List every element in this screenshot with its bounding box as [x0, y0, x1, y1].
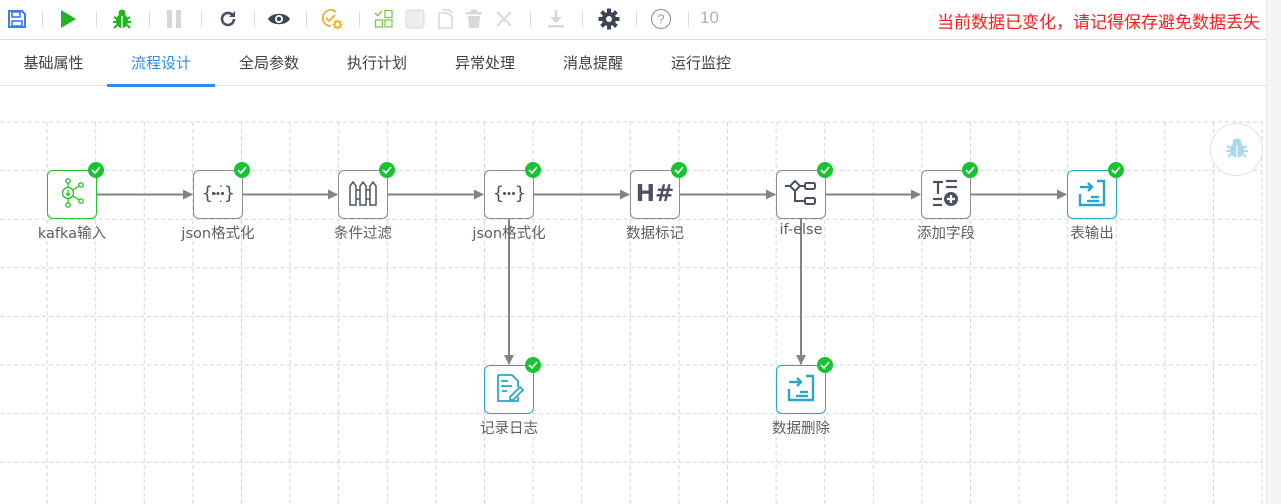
- toolbar-separator: [530, 11, 531, 27]
- success-check-icon: [525, 162, 541, 178]
- svg-text:}: }: [515, 183, 526, 204]
- svg-text:?: ?: [657, 12, 664, 27]
- node-label: 条件过滤: [334, 226, 392, 242]
- node-label: 记录日志: [480, 421, 538, 437]
- success-check-icon: [234, 162, 250, 178]
- toolbar-separator: [149, 11, 150, 27]
- json-format-icon: {{}: [200, 180, 236, 209]
- node-json-format[interactable]: {{}: [193, 162, 250, 219]
- node-record-log[interactable]: [484, 357, 541, 414]
- tab-run-monitor[interactable]: 运行监控: [670, 54, 731, 72]
- refresh-icon[interactable]: [216, 7, 240, 31]
- success-check-icon: [817, 357, 833, 373]
- pause-icon[interactable]: [162, 7, 186, 31]
- success-check-icon: [671, 162, 687, 178]
- close-icon[interactable]: [492, 7, 516, 31]
- node-label: 表输出: [1070, 226, 1114, 242]
- kafka-input-icon: [57, 177, 87, 213]
- svg-text:H#: H#: [637, 181, 673, 206]
- tab-flow-design[interactable]: 流程设计: [107, 41, 215, 87]
- node-label: kafka输入: [37, 226, 107, 242]
- node-json-format[interactable]: {}: [484, 162, 541, 219]
- node-count: 10: [700, 8, 719, 27]
- node-if-else[interactable]: [776, 162, 833, 219]
- flow-canvas[interactable]: kafka输入 {{} json格式化 条件过滤 {} json格式化 H#: [0, 87, 1266, 504]
- node-label: 添加字段: [917, 226, 975, 242]
- toolbar-separator: [306, 11, 307, 27]
- svg-text:{: {: [493, 183, 504, 204]
- tab-exception-handling[interactable]: 异常处理: [454, 54, 515, 72]
- save-icon[interactable]: [5, 7, 29, 31]
- vertical-scrollbar[interactable]: [1266, 0, 1281, 504]
- tab-bar: 基础属性 流程设计 全局参数 执行计划 异常处理 消息提醒 运行监控: [0, 41, 1266, 87]
- run-icon[interactable]: [56, 7, 80, 31]
- table-output-icon: [1077, 178, 1107, 212]
- node-label: if-else: [779, 222, 823, 238]
- data-mark-icon: H#: [636, 180, 675, 210]
- node-table-output[interactable]: [1067, 162, 1124, 219]
- validate-icon[interactable]: [320, 7, 344, 31]
- svg-text:{: {: [202, 183, 213, 204]
- toolbar-separator: [582, 11, 583, 27]
- checkbox-icon[interactable]: [403, 7, 427, 31]
- tab-basic-properties[interactable]: 基础属性: [23, 54, 84, 72]
- toolbar-separator: [201, 11, 202, 27]
- toolbar-separator: [254, 11, 255, 27]
- node-label: json格式化: [181, 226, 255, 242]
- success-check-icon: [525, 357, 541, 373]
- toolbar-separator: [96, 11, 97, 27]
- toolbar-separator: [359, 11, 360, 27]
- preview-icon[interactable]: [267, 7, 291, 31]
- record-log-icon: [494, 373, 525, 407]
- toolbar-separator: [42, 11, 43, 27]
- node-label: 数据删除: [772, 421, 830, 437]
- delete-icon[interactable]: [462, 7, 486, 31]
- unsaved-warning: 当前数据已变化，请记得保存避免数据丢失: [937, 13, 1260, 33]
- debug-icon[interactable]: [110, 7, 134, 31]
- floating-debug-button[interactable]: [1210, 123, 1263, 176]
- svg-text:}: }: [224, 183, 235, 204]
- success-check-icon: [88, 162, 104, 178]
- node-label: 数据标记: [626, 226, 684, 242]
- copy-icon[interactable]: [433, 7, 457, 31]
- node-condition-filter[interactable]: [338, 162, 395, 219]
- download-icon[interactable]: [544, 7, 568, 31]
- select-all-icon[interactable]: [372, 7, 396, 31]
- flow-edges: [97, 189, 1067, 365]
- help-icon[interactable]: ?: [649, 7, 673, 31]
- toolbar-separator: [688, 11, 689, 27]
- node-label: json格式化: [472, 226, 546, 242]
- tab-message-reminder[interactable]: 消息提醒: [562, 54, 623, 72]
- condition-filter-icon: [347, 179, 379, 211]
- node-add-field[interactable]: [921, 162, 978, 219]
- tab-execution-plan[interactable]: 执行计划: [346, 54, 407, 72]
- toolbar-separator: [636, 11, 637, 27]
- node-kafka-input[interactable]: [47, 162, 104, 219]
- debug-icon: [1225, 137, 1249, 163]
- node-data-mark[interactable]: H#: [630, 162, 687, 219]
- node-data-delete[interactable]: [776, 357, 833, 414]
- success-check-icon: [1108, 162, 1124, 178]
- if-else-icon: [784, 179, 818, 211]
- success-check-icon: [817, 162, 833, 178]
- data-delete-icon: [786, 373, 816, 407]
- add-field-icon: [931, 178, 961, 212]
- success-check-icon: [379, 162, 395, 178]
- settings-icon[interactable]: [597, 7, 621, 31]
- toolbar: ? 10 当前数据已变化，请记得保存避免数据丢失: [0, 0, 1266, 40]
- success-check-icon: [962, 162, 978, 178]
- json-format-icon: {}: [491, 181, 527, 209]
- tab-global-params[interactable]: 全局参数: [238, 54, 299, 72]
